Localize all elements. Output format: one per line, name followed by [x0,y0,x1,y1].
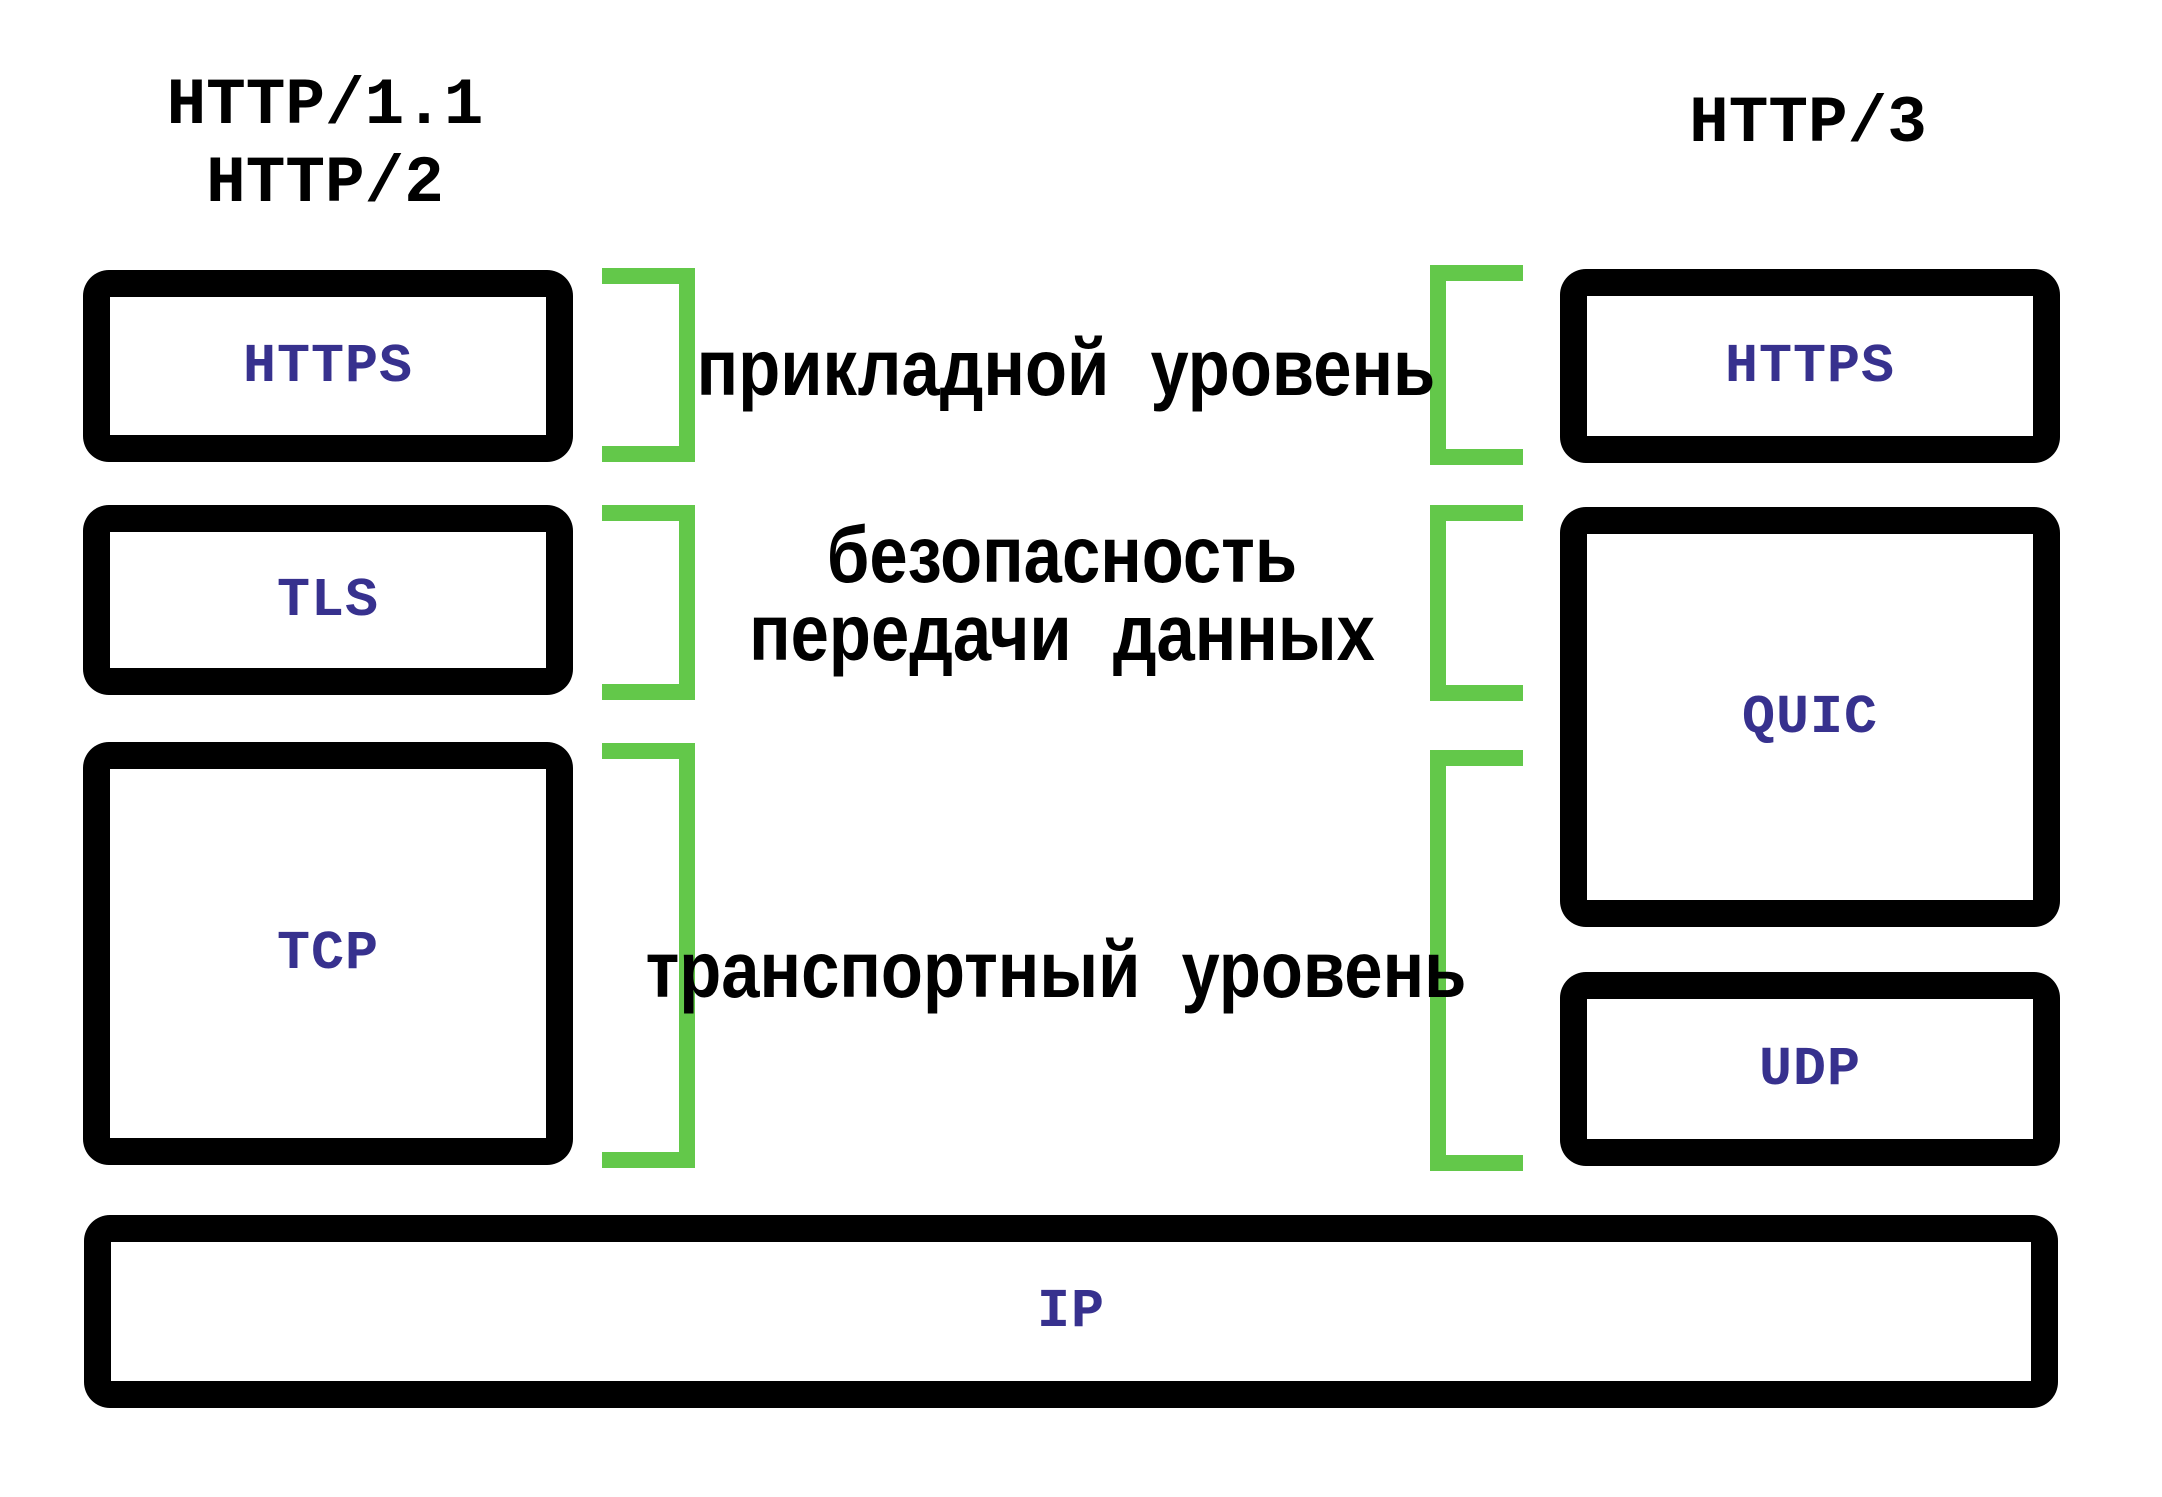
quic-box: QUIC [1560,507,2060,927]
ip-box: IP [84,1215,2058,1408]
ip-label: IP [1036,1280,1105,1343]
udp-box: UDP [1560,972,2060,1166]
bracket-security-right [1430,505,1523,701]
https-left-label: HTTPS [242,334,414,398]
http2-label: HTTP/2 [206,146,444,221]
bracket-application-right [1430,265,1523,465]
bracket-transport-right [1430,750,1523,1171]
tls-label: TLS [276,568,380,632]
udp-label: UDP [1758,1037,1862,1101]
tls-box: TLS [83,505,573,695]
application-layer-label: прикладной уровень [696,323,1436,412]
https-right-label: HTTPS [1724,334,1896,398]
bracket-application-left [602,268,695,462]
http3-header: HTTP/3 [1689,86,1927,161]
bracket-transport-left [602,743,695,1168]
http11-label: HTTP/1.1 [166,68,484,143]
security-layer-line1: безопасность [826,510,1298,599]
https-left-box: HTTPS [83,270,573,462]
security-layer-line2: передачи данных [749,588,1375,677]
tcp-box: TCP [83,742,573,1165]
bracket-security-left [602,505,695,700]
quic-label: QUIC [1741,685,1879,749]
https-right-box: HTTPS [1560,269,2060,463]
security-layer-label: безопасность передачи данных [749,510,1375,677]
transport-layer-label: транспортный уровень [645,925,1467,1014]
tcp-label: TCP [276,922,380,985]
http1-http2-header: HTTP/1.1 HTTP/2 [25,67,625,223]
